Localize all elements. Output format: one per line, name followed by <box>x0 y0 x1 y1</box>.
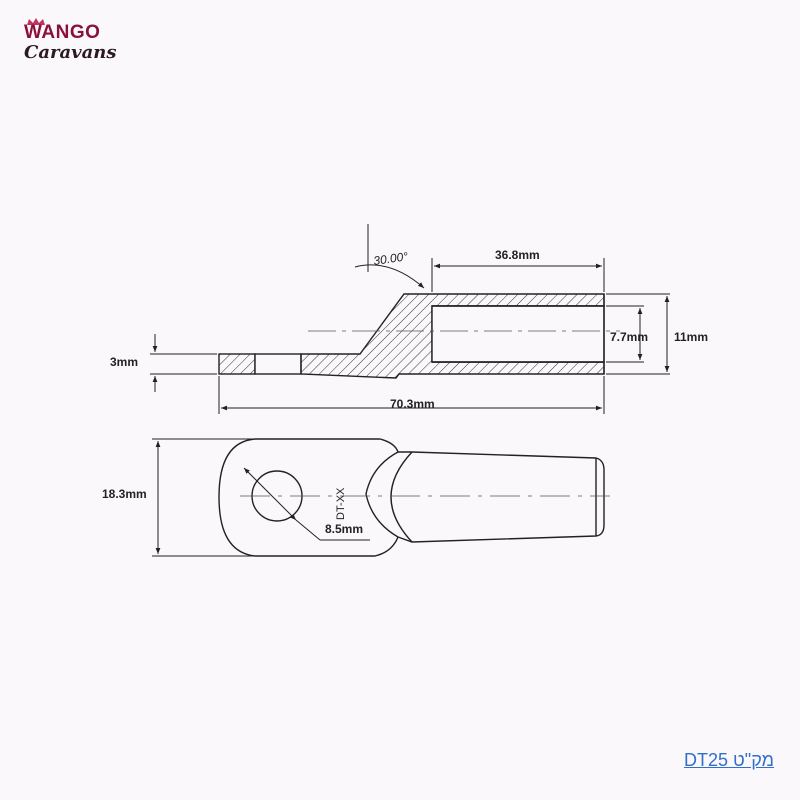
side-section-view <box>218 293 605 379</box>
part-marking: DT-XX <box>335 487 347 520</box>
tongue-left-section <box>218 353 256 375</box>
hole-gap <box>254 353 302 375</box>
total-length-dimension <box>218 376 605 414</box>
width-dimension <box>152 438 253 557</box>
outer-diameter-dimension <box>606 293 670 375</box>
width-label: 18.3mm <box>102 487 147 501</box>
crown-icon <box>27 18 45 25</box>
inner-diameter-label: 7.7mm <box>610 330 648 344</box>
barrel-length-dimension <box>431 258 605 292</box>
logo: WANGO Caravans <box>22 18 132 68</box>
top-view <box>218 438 605 557</box>
inner-diameter-dimension <box>606 305 644 363</box>
barrel-bore <box>431 305 605 363</box>
outer-diameter-label: 11mm <box>674 330 708 344</box>
total-length-label: 70.3mm <box>390 397 435 411</box>
hole-diameter-dimension <box>243 467 370 541</box>
sku-link[interactable]: מק"ט DT25 <box>684 750 774 770</box>
angle-label: 30.00° <box>372 249 409 268</box>
thickness-dimension <box>150 334 217 392</box>
hole-diameter-label: 8.5mm <box>325 522 363 536</box>
angle-dimension <box>354 224 425 289</box>
logo-wordmark-bottom: Caravans <box>24 42 117 63</box>
barrel-length-label: 36.8mm <box>495 248 540 262</box>
logo-wordmark-top: WANGO <box>24 22 101 43</box>
thickness-label: 3mm <box>110 355 138 369</box>
